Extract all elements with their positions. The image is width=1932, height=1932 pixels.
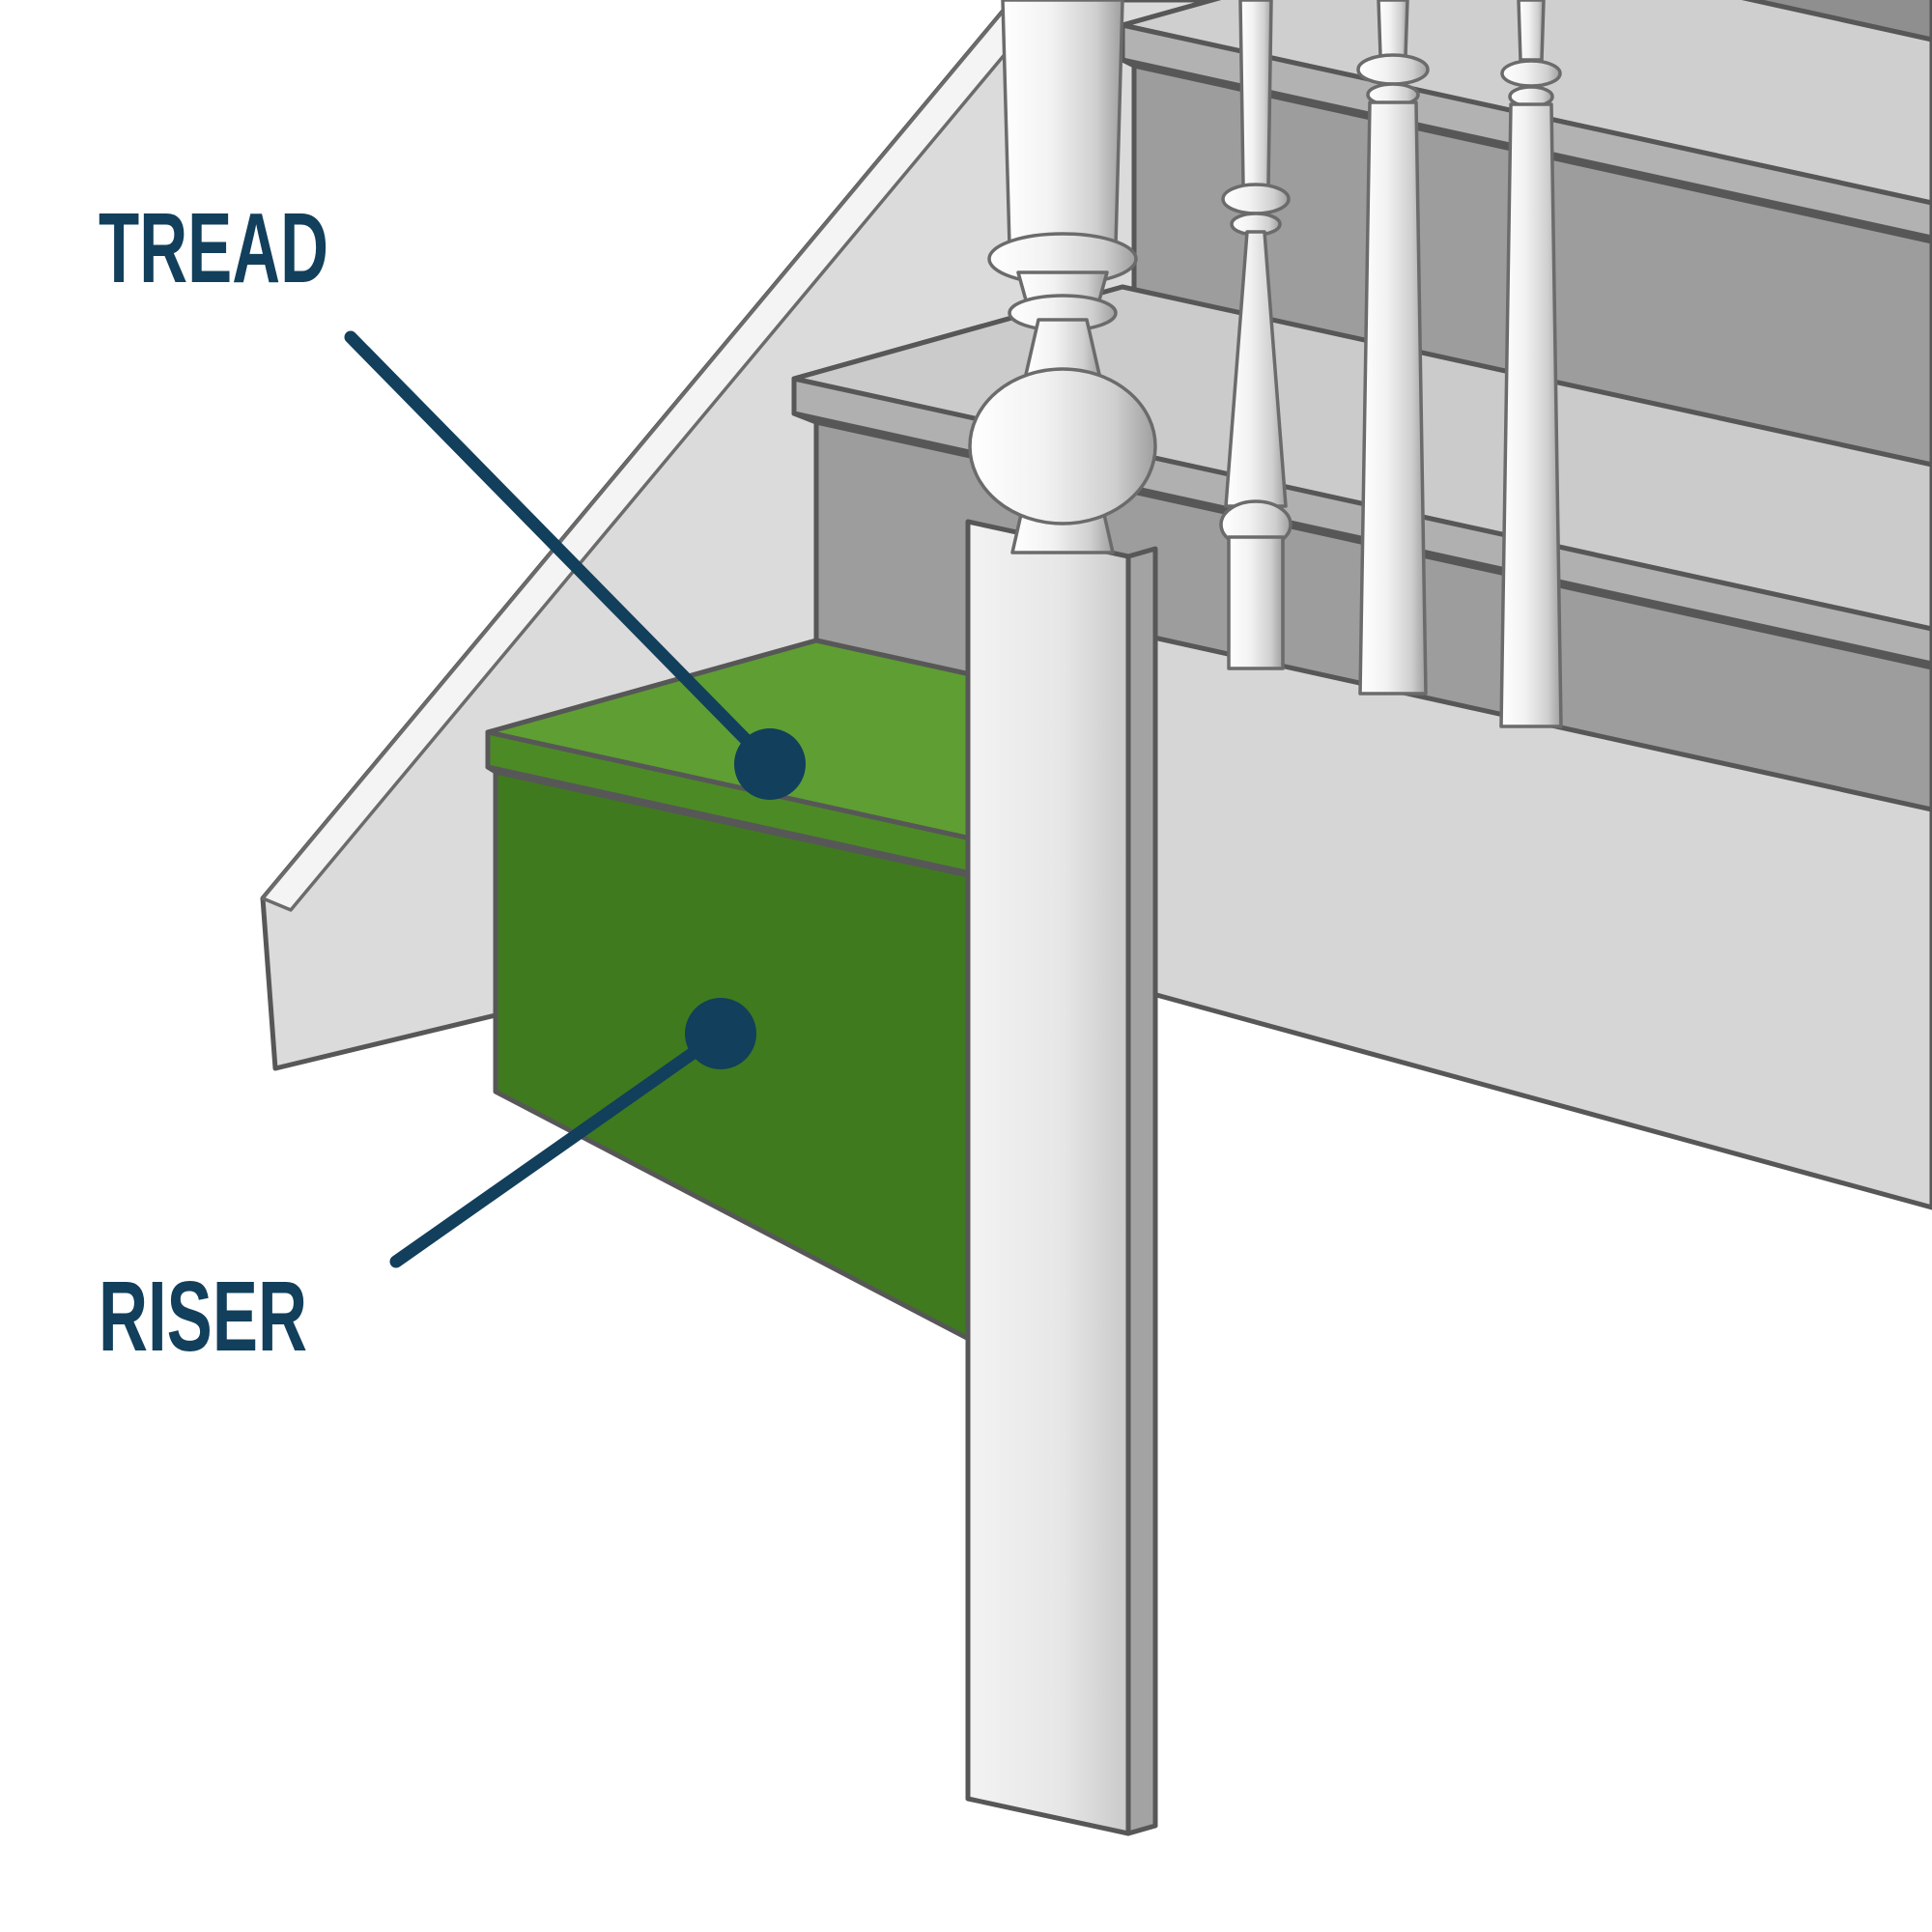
baluster-middle-shaft xyxy=(1377,0,1409,58)
riser-callout: RISER xyxy=(99,998,756,1372)
baluster-far-bead xyxy=(1500,59,1562,88)
baluster-middle-body xyxy=(1358,100,1428,696)
tread-label: TREAD xyxy=(99,192,328,303)
baluster-near-bead xyxy=(1221,183,1291,215)
baluster-near-shaft xyxy=(1238,0,1273,187)
baluster-far xyxy=(1499,0,1563,728)
tread-callout-line xyxy=(344,330,777,771)
riser-callout-dot xyxy=(685,998,756,1069)
newel-turned-shaft xyxy=(1001,0,1124,247)
tread-callout: TREAD xyxy=(99,192,806,800)
baluster-near-base xyxy=(1227,535,1285,670)
newel-bulb xyxy=(968,367,1157,526)
riser-callout-line xyxy=(389,1027,727,1268)
baluster-far-shaft xyxy=(1517,0,1546,62)
newel-post xyxy=(965,0,1158,1836)
baluster-near xyxy=(1219,0,1293,670)
newel-post-front-face xyxy=(965,519,1131,1836)
riser-label: RISER xyxy=(99,1261,307,1372)
newel-post-side-face xyxy=(1125,546,1158,1836)
baluster-middle xyxy=(1356,0,1430,696)
baluster-far-body xyxy=(1499,102,1563,728)
tread-callout-dot xyxy=(734,728,806,800)
baluster-middle-bead xyxy=(1356,53,1430,86)
baluster-near-vase xyxy=(1224,230,1288,508)
